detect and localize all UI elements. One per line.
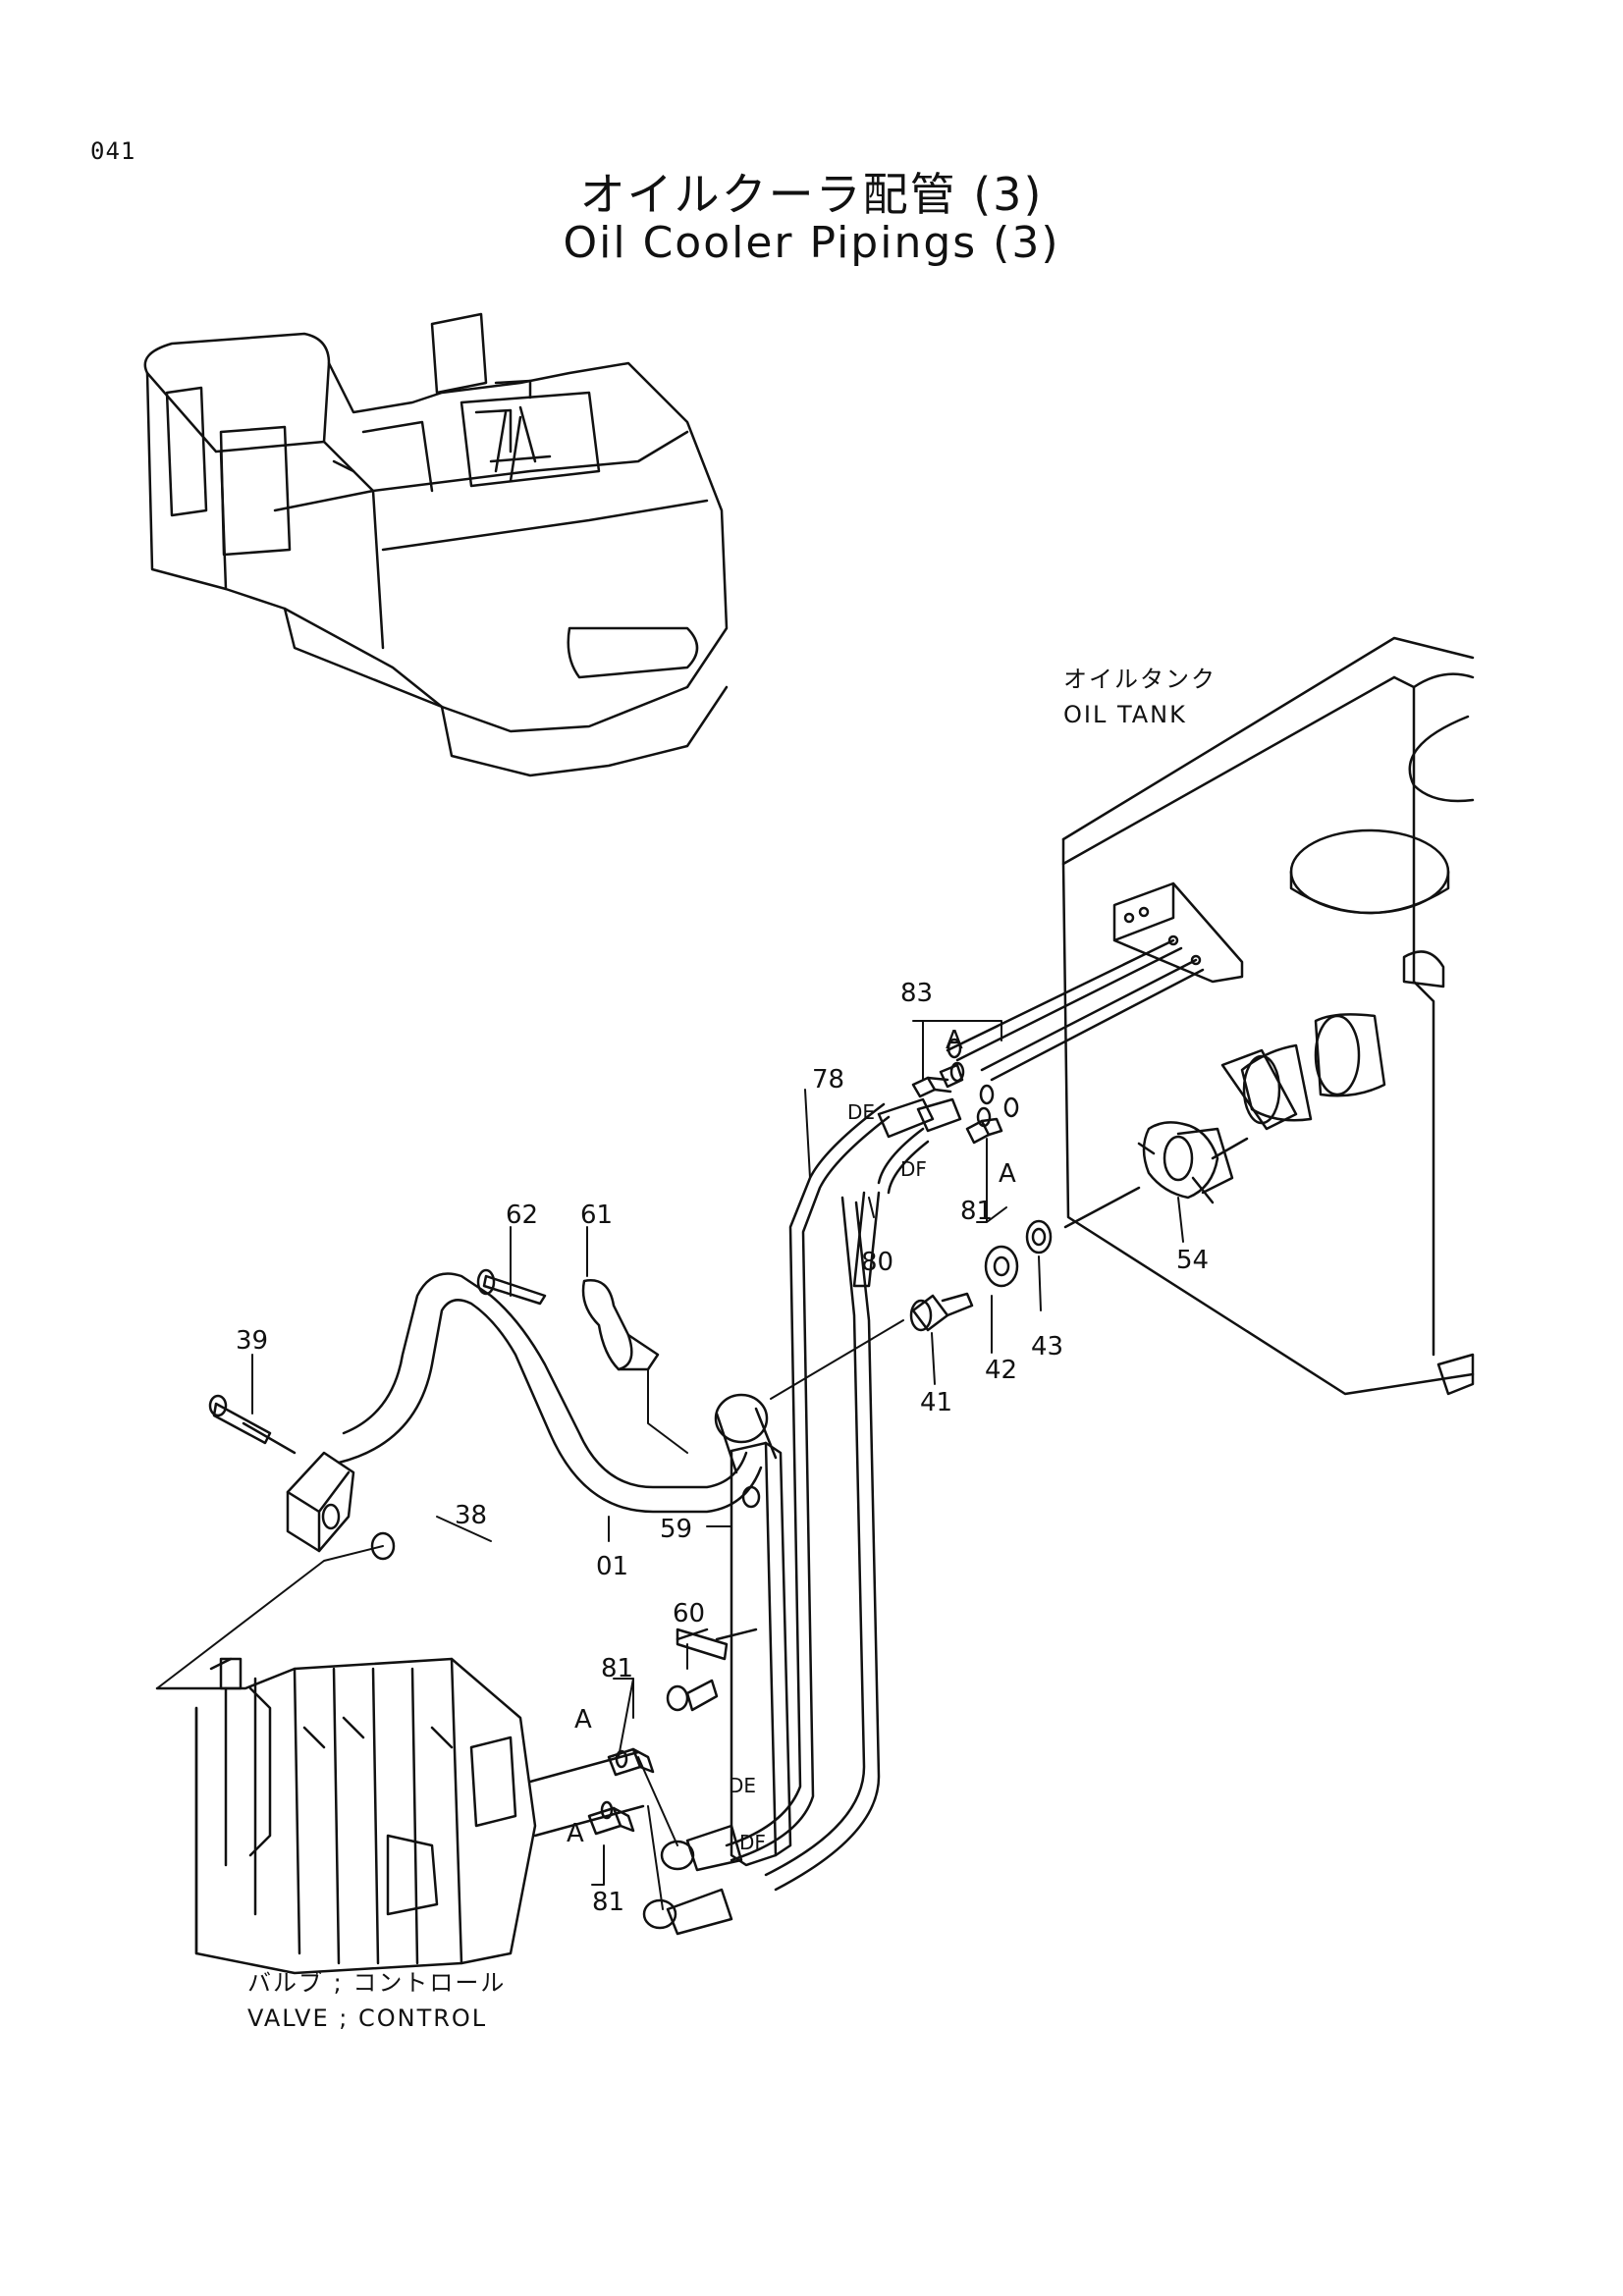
part-label-83: 83 xyxy=(900,979,933,1008)
connection-mark-a-3: A xyxy=(574,1705,592,1735)
valve-label-en: VALVE ; CONTROL xyxy=(247,2004,487,2032)
fittings-41-42-43 xyxy=(909,1219,1053,1332)
part-label-61: 61 xyxy=(580,1201,613,1230)
adapters-83 xyxy=(911,1038,1019,1145)
pipe-01 xyxy=(337,1272,778,1514)
leader-lines xyxy=(156,1020,1184,1910)
part-label-60: 60 xyxy=(673,1599,705,1629)
connection-mark-a-1: A xyxy=(946,1026,963,1055)
part-label-41: 41 xyxy=(920,1388,952,1417)
part-label-81-bottom: 81 xyxy=(592,1888,624,1917)
connection-mark-df-top: DF xyxy=(900,1157,927,1181)
connection-mark-de-top: DE xyxy=(847,1100,875,1124)
control-valve xyxy=(155,1657,655,1975)
connection-mark-a-4: A xyxy=(567,1819,584,1848)
part-label-62: 62 xyxy=(506,1201,538,1230)
labels: オイルタンク OIL TANK バルブ ; コントロール VALVE ; CON… xyxy=(236,666,1217,2032)
part-label-81-mid: 81 xyxy=(601,1654,633,1683)
part-label-54: 54 xyxy=(1176,1246,1209,1275)
flange-block xyxy=(208,1394,396,1561)
part-label-01: 01 xyxy=(596,1552,628,1581)
connection-mark-de-bottom: DE xyxy=(729,1774,756,1797)
part-label-80: 80 xyxy=(861,1248,893,1277)
connection-mark-df-bottom: DF xyxy=(739,1831,766,1854)
part-label-81: 81 xyxy=(960,1197,993,1226)
title-japanese: オイルクーラ配管 (3) xyxy=(579,168,1044,221)
part-label-78: 78 xyxy=(812,1065,844,1095)
hoses-78-80 xyxy=(642,1097,962,1936)
part-label-59: 59 xyxy=(660,1515,692,1544)
excavator-overview xyxy=(143,312,729,777)
connection-mark-a-2: A xyxy=(999,1159,1016,1189)
part-label-42: 42 xyxy=(985,1356,1017,1385)
oil-tank xyxy=(946,636,1475,1396)
oil-tank-label-en: OIL TANK xyxy=(1063,701,1187,728)
fitting-assembly-54 xyxy=(1063,1013,1386,1229)
part-label-39: 39 xyxy=(236,1326,268,1356)
title-english: Oil Cooler Pipings (3) xyxy=(563,218,1060,268)
clamp-and-bracket xyxy=(476,1268,792,1867)
part-label-43: 43 xyxy=(1031,1332,1063,1362)
oil-tank-label-jp: オイルタンク xyxy=(1063,666,1217,693)
part-label-38: 38 xyxy=(455,1501,487,1530)
valve-label-jp: バルブ ; コントロール xyxy=(247,1969,506,1997)
page-number: 041 xyxy=(90,137,136,165)
